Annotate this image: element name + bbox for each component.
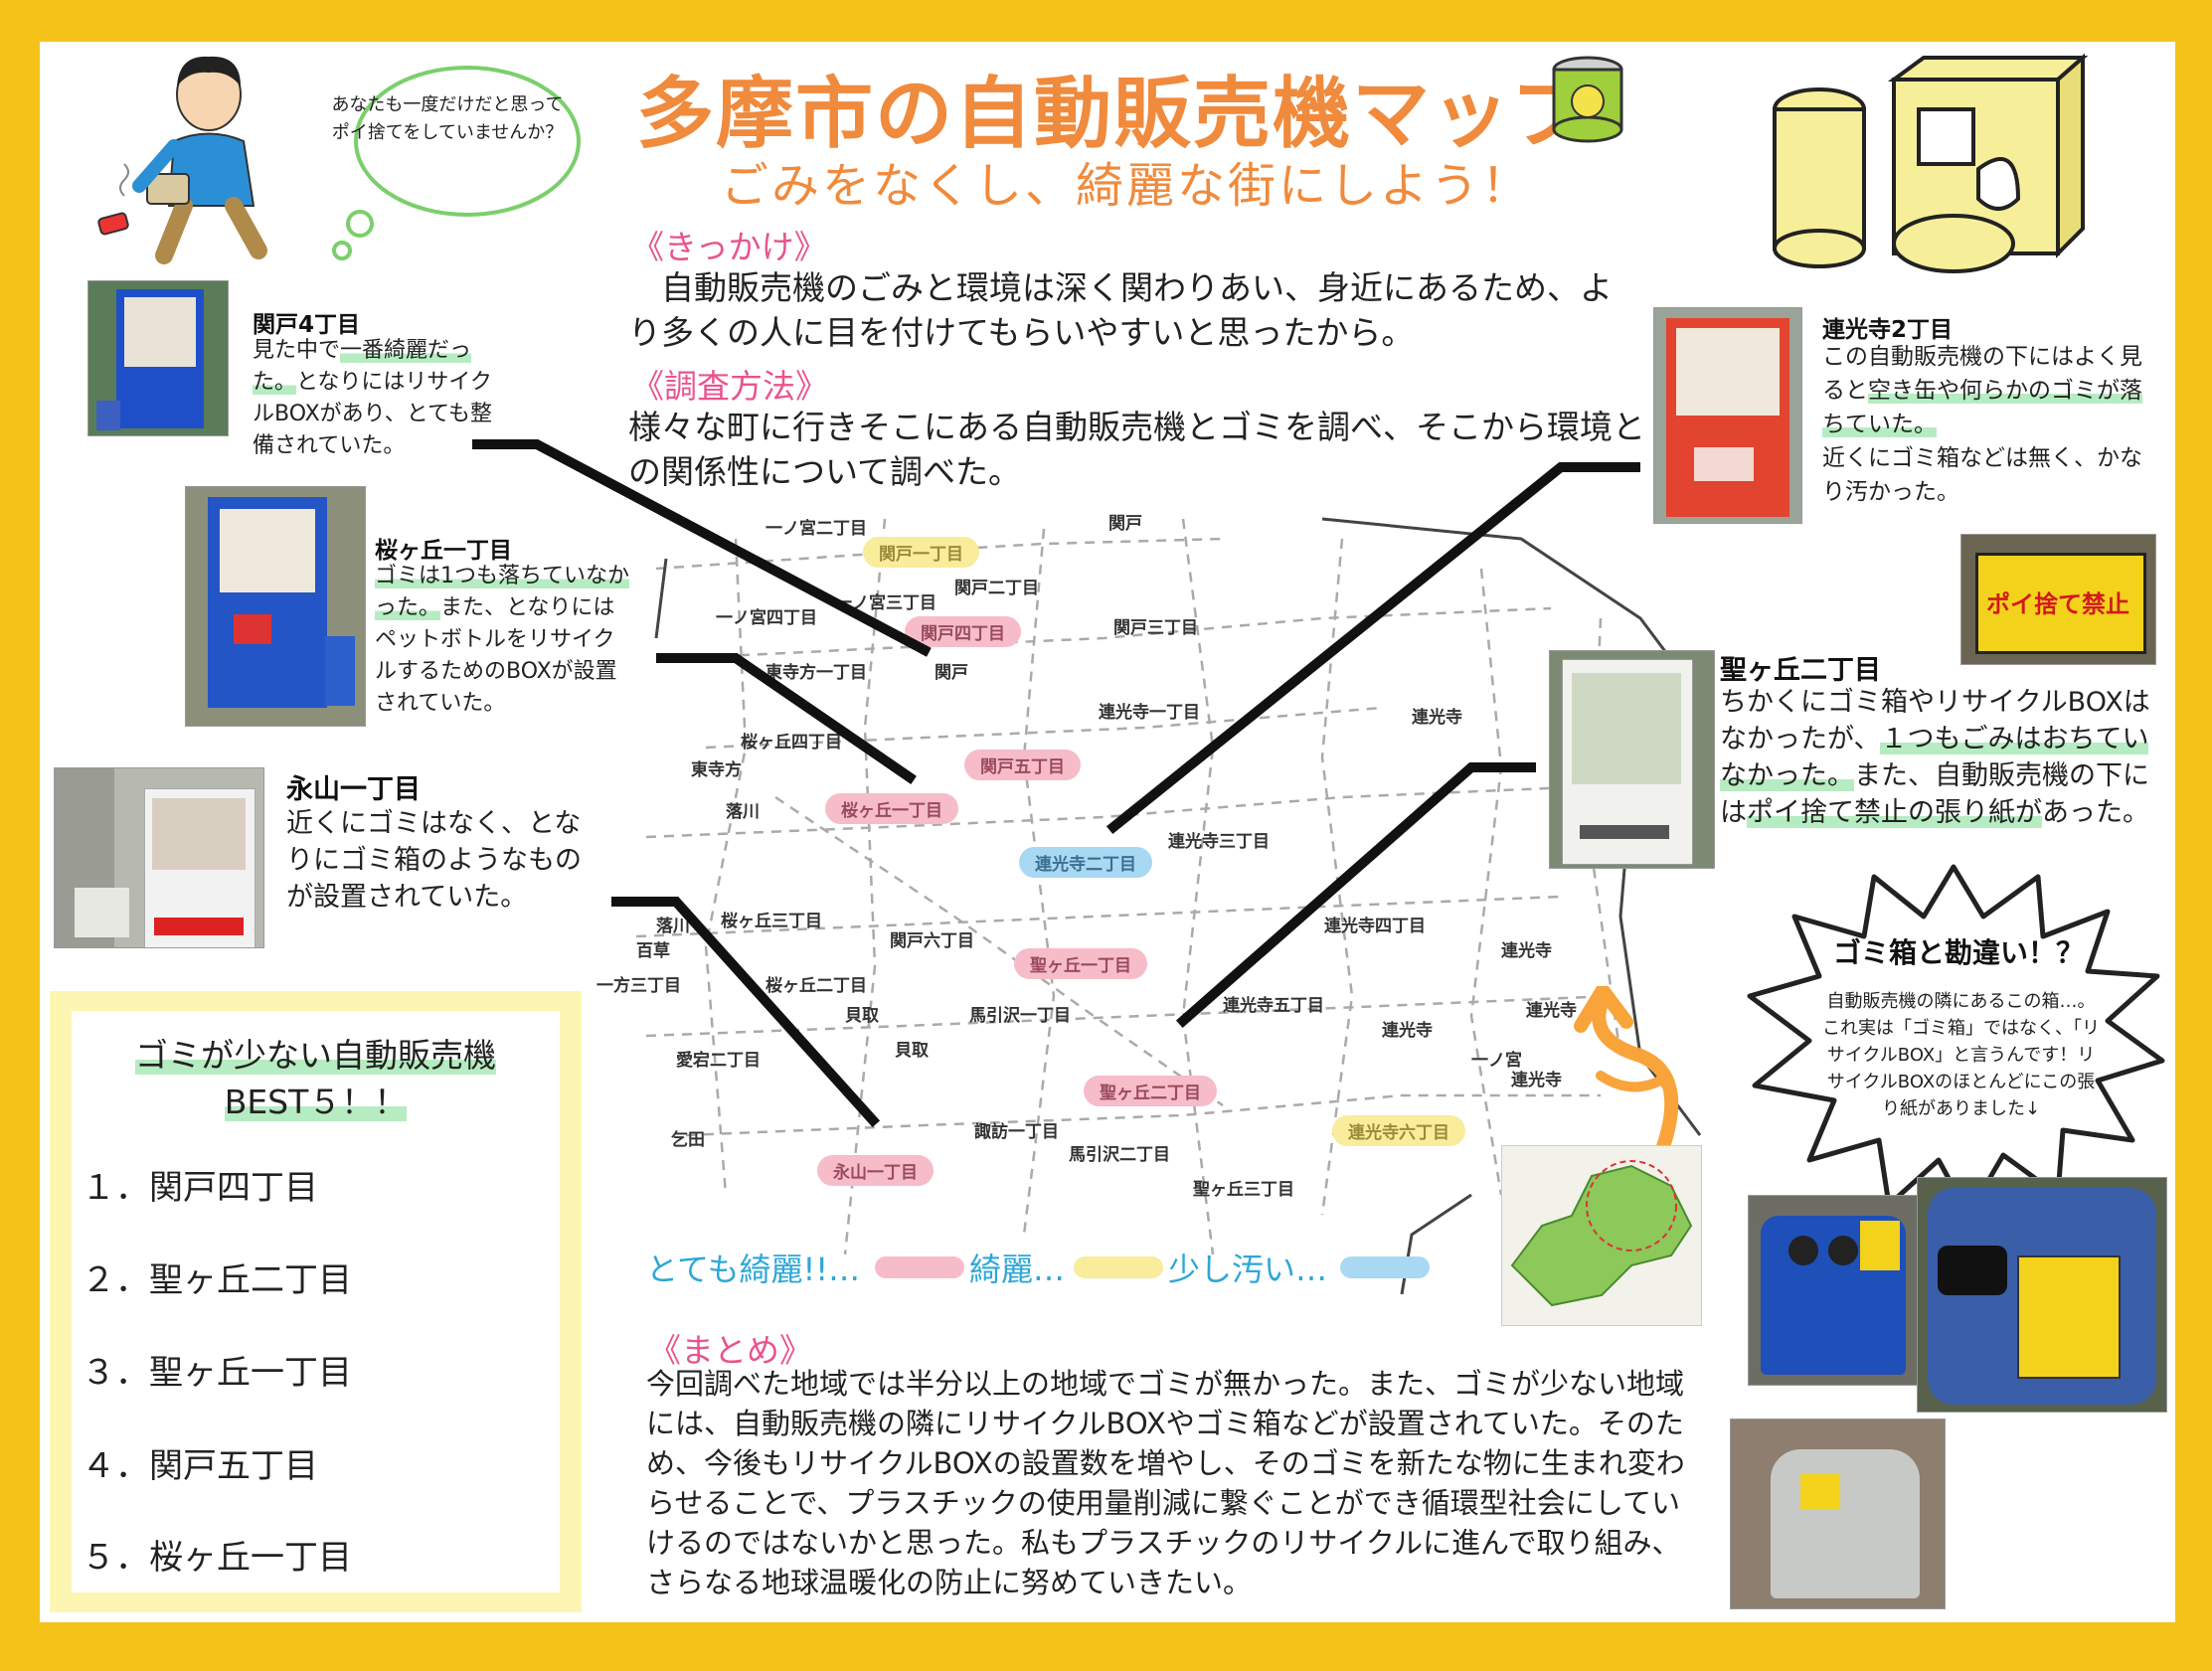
can-icon — [1552, 56, 1623, 143]
map-area-label: 一方三丁目 — [596, 976, 681, 996]
motivation-body: 自動販売機のごみと環境は深く関わりあい、身近にあるため、より多くの人に目を付けて… — [628, 268, 1613, 352]
map-area-label: 連光寺 — [1501, 941, 1552, 961]
motivation-heading: 《きっかけ》 — [631, 228, 827, 266]
sekido4-title: 関戸4丁目 — [253, 312, 361, 338]
map-pill-nagayama1: 永山一丁目 — [817, 1155, 934, 1186]
best5-inner: ゴミが少ない自動販売機 BEST５！！ １．関戸四丁目 ２．聖ヶ丘二丁目 ３．聖… — [72, 1011, 560, 1592]
sakuragaoka1-title: 桜ヶ丘一丁目 — [375, 538, 512, 564]
best5-title-line2: BEST５！！ — [224, 1083, 408, 1121]
map-area-label: 落川 — [656, 917, 690, 936]
map-area-label: 百草 — [636, 941, 670, 961]
map-area-label: 関戸 — [935, 663, 968, 683]
burst-text: 自動販売機の隣にあるこの箱…。これ実は「ゴミ箱」ではなく、「リサイクルBOX」と… — [1822, 991, 2100, 1119]
thought-bubble-text: あなたも一度だけだと思ってポイ捨てをしていませんか？ — [331, 94, 564, 143]
map-area-label: 愛宕二丁目 — [676, 1051, 761, 1071]
poster-sheet: 多摩市の自動販売機マップ ごみをなくし、綺麗な街にしよう！ あなたも一度だけだと… — [40, 42, 2175, 1622]
map-area-label: 一ノ宮三丁目 — [835, 593, 936, 613]
map-area-label: 連光寺 — [1412, 708, 1462, 728]
map-area-label: 貝取 — [845, 1006, 879, 1026]
sekido4-text: 見た中で一番綺麗だった。となりにはリサイクルBOXがあり、とても整備されていた。 — [253, 338, 493, 458]
legend-swatch-clean — [1074, 1256, 1163, 1278]
summary-heading: 《まとめ》 — [648, 1331, 812, 1370]
photo-recycle-box-blue-large — [1917, 1177, 2167, 1413]
map-pill-sakuragaoka1: 桜ヶ丘一丁目 — [825, 793, 958, 824]
photo-renkoji2-vending-machine — [1653, 307, 1802, 524]
best5-item-5: ５．桜ヶ丘一丁目 — [82, 1538, 352, 1578]
map-area-label: 関戸 — [1108, 514, 1142, 534]
map-area-label: 東寺方一丁目 — [766, 663, 867, 683]
legend-very-clean: とても綺麗!!… — [646, 1251, 861, 1288]
map-area-label: 貝取 — [895, 1041, 929, 1061]
map-pill-renkoji6: 連光寺六丁目 — [1332, 1115, 1465, 1146]
map-area-label: 桜ヶ丘四丁目 — [741, 733, 842, 752]
map-area-label: 関戸六丁目 — [890, 931, 974, 951]
photo-recycle-box-blue-small — [1748, 1195, 1919, 1386]
map-pill-hijirigaoka2: 聖ヶ丘二丁目 — [1084, 1076, 1217, 1106]
legend-swatch-slightly-dirty — [1340, 1256, 1430, 1278]
sakuragaoka1-text: ゴミは1つも落ちていなかった。また、となりにはペットボトルをリサイクルするための… — [375, 564, 629, 716]
map-pill-sekido1: 関戸一丁目 — [863, 537, 979, 568]
map-area-label: 連光寺 — [1526, 1001, 1577, 1021]
map-area-label: 一ノ宮四丁目 — [716, 608, 817, 628]
nagayama1-title: 永山一丁目 — [286, 774, 421, 805]
photo-sakuragaoka1-vending-machine — [185, 486, 366, 727]
map-area-label: 桜ヶ丘二丁目 — [766, 976, 867, 996]
best5-item-3: ３．聖ヶ丘一丁目 — [82, 1353, 352, 1393]
map-area-label: 落川 — [726, 802, 760, 822]
map-area-label: 連光寺 — [1382, 1021, 1433, 1041]
connector-lines — [472, 439, 1640, 1128]
best5-item-2: ２．聖ヶ丘二丁目 — [82, 1260, 352, 1300]
photo-recycle-box-gray — [1730, 1419, 1946, 1609]
map-area-label: 連光寺四丁目 — [1324, 917, 1426, 936]
orange-arrow-icon — [1574, 986, 1679, 1162]
locator-map — [1501, 1145, 1702, 1326]
map-area-label: 聖ヶ丘三丁目 — [1193, 1180, 1294, 1200]
burst-title: ゴミ箱と勘違い！？ — [1832, 936, 2084, 969]
legend-slightly-dirty: 少し汚い… — [1168, 1251, 1328, 1288]
best5-item-1: １．関戸四丁目 — [82, 1168, 318, 1208]
photo-no-littering-sign: ポイ捨て禁止 — [1960, 534, 2156, 665]
map-area-label: 連光寺三丁目 — [1168, 832, 1270, 852]
nagayama1-text: 近くにゴミはなく、となりにゴミ箱のようなものが設置されていた。 — [286, 808, 582, 913]
photo-hijirigaoka2-vending-machine — [1549, 650, 1715, 869]
renkoji2-title: 連光寺2丁目 — [1822, 317, 1954, 343]
best5-box: ゴミが少ない自動販売機 BEST５！！ １．関戸四丁目 ２．聖ヶ丘二丁目 ３．聖… — [50, 991, 582, 1612]
map-area-label: 連光寺一丁目 — [1099, 703, 1200, 723]
poster-subtitle: ごみをなくし、綺麗な街にしよう！ — [721, 158, 1533, 214]
best5-title-line1: ゴミが少ない自動販売機 — [135, 1036, 496, 1075]
hijirigaoka2-text: ちかくにゴミ箱やリサイクルBOXはなかったが、１つもごみはおちていなかった。また… — [1720, 687, 2150, 828]
map-area-label: 乞田 — [671, 1130, 705, 1150]
map-pill-renkoji2: 連光寺二丁目 — [1019, 847, 1152, 878]
map-area-label: 桜ヶ丘三丁目 — [721, 912, 822, 931]
photo-nagayama1-vending-machine — [54, 767, 264, 948]
map-area-label: 連光寺 — [1511, 1071, 1562, 1090]
method-heading: 《調査方法》 — [631, 367, 828, 406]
map-area-label: 一ノ宮 — [1471, 1051, 1522, 1071]
map-area-label: 諏訪一丁目 — [974, 1122, 1059, 1142]
littering-man-illustration — [97, 56, 267, 264]
best5-item-4: ４．関戸五丁目 — [82, 1446, 318, 1486]
no-littering-sign-text: ポイ捨て禁止 — [1986, 590, 2129, 618]
map-pill-hijirigaoka1: 聖ヶ丘一丁目 — [1014, 948, 1147, 979]
thought-bubble — [332, 66, 581, 260]
map-area-label: 東寺方 — [691, 760, 742, 780]
map-area-label: 関戸三丁目 — [1113, 618, 1198, 638]
poster-title: 多摩市の自動販売機マップ — [636, 70, 1592, 159]
map-area-label: 馬引沢二丁目 — [1069, 1145, 1170, 1165]
map-area-label: 馬引沢一丁目 — [969, 1006, 1071, 1026]
legend-swatch-very-clean — [875, 1256, 964, 1278]
renkoji2-text: この自動販売機の下にはよく見ると空き缶や何らかのゴミが落ちていた。近くにゴミ箱な… — [1822, 344, 2142, 505]
trash-cans-illustration — [1773, 53, 2089, 273]
hijirigaoka2-title: 聖ヶ丘二丁目 — [1720, 655, 1881, 686]
map-pill-sekido5: 関戸五丁目 — [964, 750, 1081, 780]
summary-body: 今回調べた地域では半分以上の地域でゴミが無かった。また、ゴミが少ない地域には、自… — [646, 1367, 1685, 1599]
map-area-label: 連光寺五丁目 — [1223, 996, 1324, 1016]
map-area-label: 一ノ宮二丁目 — [766, 519, 867, 539]
photo-sekido4-vending-machine — [87, 280, 229, 436]
map-area-label: 関戸二丁目 — [954, 579, 1039, 598]
legend-clean: 綺麗… — [969, 1251, 1066, 1288]
map-pill-sekido4: 関戸四丁目 — [905, 616, 1021, 647]
method-body: 様々な町に行きそこにある自動販売機とゴミを調べ、そこから環境との関係性について調… — [628, 408, 1645, 491]
